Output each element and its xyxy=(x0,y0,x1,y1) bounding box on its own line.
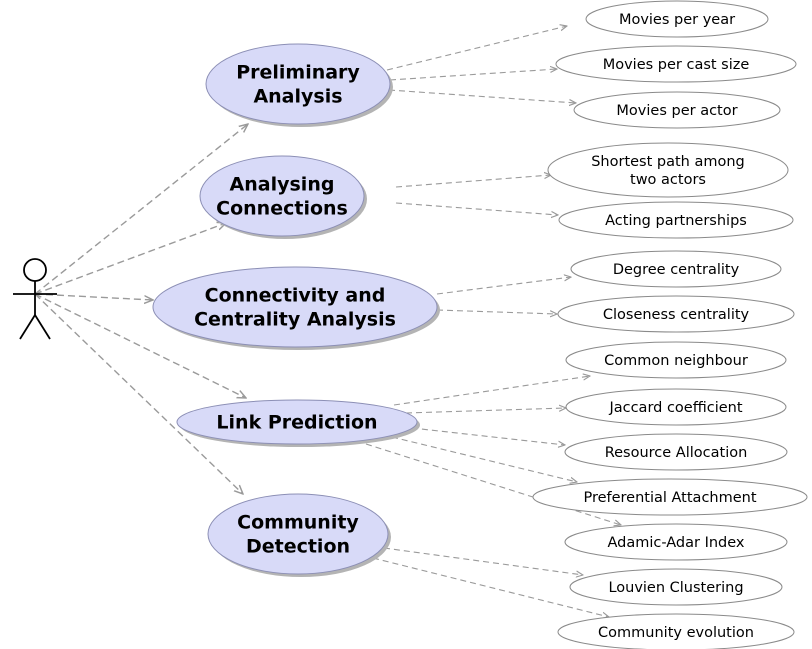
edge-louvien-clustering xyxy=(383,547,583,575)
sub-case-movies-per-year[interactable]: Movies per year xyxy=(585,0,769,38)
sub-case-acting-partnerships[interactable]: Acting partnerships xyxy=(558,201,794,239)
actor-edge-connections xyxy=(34,223,226,295)
edge-adamic-adar-index xyxy=(365,443,621,525)
edge-common-neighbour xyxy=(393,376,590,406)
sub-case-label: Preferential Attachment xyxy=(583,490,756,506)
edge-preferential-attachment xyxy=(391,436,577,482)
sub-case-adamic-adar-index[interactable]: Adamic-Adar Index xyxy=(564,523,788,561)
sub-case-label: Movies per actor xyxy=(616,103,737,119)
actor-edge-community xyxy=(34,293,243,494)
sub-case-label: Resource Allocation xyxy=(605,445,748,461)
sub-case-louvien-clustering[interactable]: Louvien Clustering xyxy=(569,568,783,606)
edge-resource-allocation xyxy=(411,427,565,445)
edge-degree-centrality xyxy=(436,277,571,295)
edge-community-evolution xyxy=(372,557,609,617)
actor-icon xyxy=(13,258,57,340)
actor-edge-centrality xyxy=(34,293,153,300)
sub-case-ellipse[interactable] xyxy=(565,388,787,426)
sub-case-ellipse[interactable] xyxy=(564,433,788,471)
sub-case-label: Closeness centrality xyxy=(603,307,750,323)
sub-case-movies-per-actor[interactable]: Movies per actor xyxy=(573,91,781,129)
sub-case-label: Movies per cast size xyxy=(603,57,750,73)
sub-case-common-neighbour[interactable]: Common neighbour xyxy=(565,341,787,379)
sub-case-closeness-centrality[interactable]: Closeness centrality xyxy=(557,295,795,333)
sub-case-movies-per-cast-size[interactable]: Movies per cast size xyxy=(555,45,797,83)
sub-case-ellipse[interactable] xyxy=(570,250,782,288)
actor-edge-preliminary xyxy=(34,124,248,295)
sub-case-degree-centrality[interactable]: Degree centrality xyxy=(570,250,782,288)
sub-case-ellipse[interactable] xyxy=(573,91,781,129)
edge-movies-per-cast-size xyxy=(389,69,557,81)
edge-jaccard-coefficient xyxy=(405,408,566,414)
use-case-ellipse[interactable] xyxy=(205,43,391,125)
sub-case-ellipse[interactable] xyxy=(569,568,783,606)
sub-case-ellipse[interactable] xyxy=(557,295,795,333)
sub-case-ellipse[interactable] xyxy=(564,523,788,561)
edge-shortest-path xyxy=(395,175,551,188)
sub-case-ellipse[interactable] xyxy=(547,142,789,198)
sub-case-label: Acting partnerships xyxy=(605,213,747,229)
sub-case-label: Community evolution xyxy=(598,625,754,641)
sub-case-ellipse[interactable] xyxy=(557,613,795,649)
sub-case-ellipse[interactable] xyxy=(585,0,769,38)
sub-case-label: Adamic-Adar Index xyxy=(607,535,744,551)
sub-case-ellipse[interactable] xyxy=(532,478,808,516)
edge-movies-per-year xyxy=(386,26,567,71)
sub-case-ellipse[interactable] xyxy=(558,201,794,239)
sub-case-label: Louvien Clustering xyxy=(608,580,743,596)
use-case-ellipse[interactable] xyxy=(176,399,418,445)
sub-case-resource-allocation[interactable]: Resource Allocation xyxy=(564,433,788,471)
sub-case-label: Movies per year xyxy=(619,12,735,28)
edge-movies-per-actor xyxy=(388,89,576,103)
sub-case-label: Jaccard coefficient xyxy=(608,400,742,416)
sub-case-community-evolution[interactable]: Community evolution xyxy=(557,613,795,649)
use-case-ellipse[interactable] xyxy=(199,155,365,237)
use-case-ellipse[interactable] xyxy=(152,266,438,348)
edge-closeness-centrality xyxy=(436,309,557,314)
actor-edge-link xyxy=(34,293,246,398)
sub-case-jaccard-coefficient[interactable]: Jaccard coefficient xyxy=(565,388,787,426)
sub-case-label: Degree centrality xyxy=(613,262,740,278)
edges-layer xyxy=(34,26,621,617)
use-case-link[interactable]: Link Prediction xyxy=(176,399,420,447)
use-case-ellipse[interactable] xyxy=(207,493,389,575)
sub-case-ellipse[interactable] xyxy=(565,341,787,379)
edge-acting-partnerships xyxy=(395,202,558,215)
sub-case-preferential-attachment[interactable]: Preferential Attachment xyxy=(532,478,808,516)
sub-case-label: Common neighbour xyxy=(604,353,748,369)
sub-case-ellipse[interactable] xyxy=(555,45,797,83)
use-case-label: Link Prediction xyxy=(216,412,377,434)
